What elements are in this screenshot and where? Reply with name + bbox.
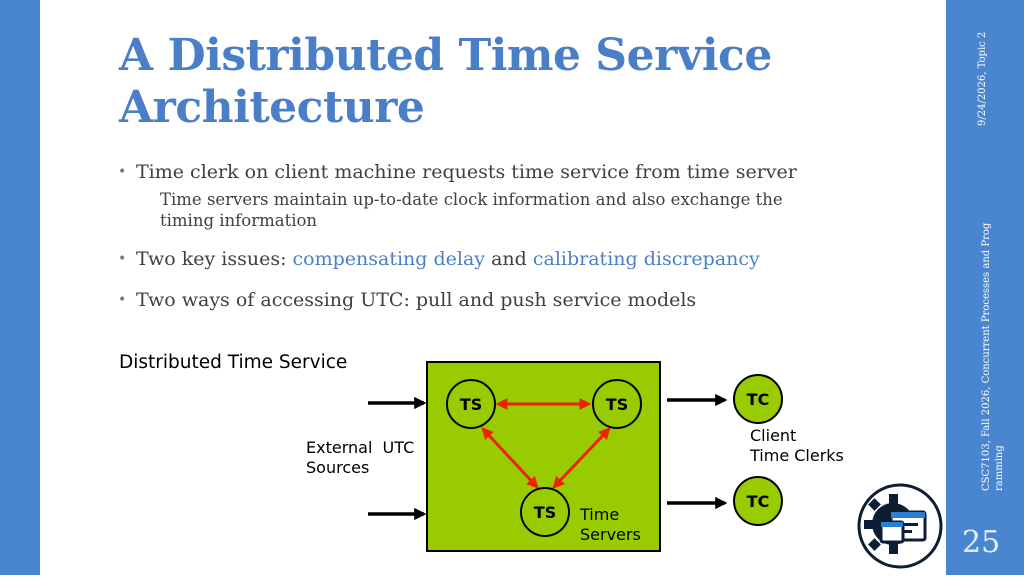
slide-title: A Distributed Time Service Architecture <box>119 30 772 133</box>
client-label-line1: Client <box>750 426 796 445</box>
course-text-line2: ramming <box>994 445 1005 491</box>
svg-text:TC: TC <box>747 492 770 511</box>
bullet-utc-access: • Two ways of accessing UTC: pull and pu… <box>118 288 818 313</box>
bullet-text-mid: and <box>485 248 533 270</box>
left-accent-bar <box>0 0 40 575</box>
bullet-list: • Time clerk on client machine requests … <box>118 160 818 313</box>
svg-text:TS: TS <box>606 395 628 414</box>
servers-label-line1: Time <box>579 505 619 524</box>
bullet-time-clerk: • Time clerk on client machine requests … <box>118 160 818 185</box>
bullet-text: Two ways of accessing UTC: pull and push… <box>136 289 697 311</box>
external-utc-label-line1: External UTC <box>306 438 414 457</box>
ts-link-right <box>552 427 611 489</box>
ts-node-bottom: TS <box>520 487 570 537</box>
date-text: 9/24/2026, Topic 2 <box>977 31 988 126</box>
external-utc-label-line2: Sources <box>306 458 369 477</box>
bullet-marker: • <box>118 292 127 308</box>
page-number: 25 <box>962 525 1001 560</box>
bullet-key-issues: • Two key issues: compensating delay and… <box>118 247 818 272</box>
bullet-text-prefix: Two key issues: <box>136 248 293 270</box>
ts-node-top-left: TS <box>446 379 496 429</box>
bullet-marker: • <box>118 164 127 180</box>
sidebar-course: CSC7103, Fall 2026, Concurrent Processes… <box>970 215 1010 495</box>
tc-node-bottom: TC <box>733 476 783 526</box>
diagram-caption: Distributed Time Service <box>119 352 348 373</box>
right-sidebar <box>946 0 1024 575</box>
svg-text:TS: TS <box>534 503 556 522</box>
time-service-diagram: TS TS TS TC TC External UTC Sources Clie… <box>306 361 844 552</box>
tc-node-top: TC <box>733 374 783 424</box>
settings-window-icon <box>857 483 943 569</box>
sub-bullet-text: Time servers maintain up-to-date clock i… <box>160 190 783 230</box>
svg-text:TC: TC <box>747 390 770 409</box>
bullet-text: Time clerk on client machine requests ti… <box>136 161 797 183</box>
ts-node-top-right: TS <box>592 379 642 429</box>
sub-bullet-time-servers: Time servers maintain up-to-date clock i… <box>118 189 818 231</box>
course-text-line1: CSC7103, Fall 2026, Concurrent Processes… <box>981 222 992 491</box>
highlight-calibrating-discrepancy: calibrating discrepancy <box>532 248 760 270</box>
ts-link-left <box>481 427 539 489</box>
bullet-marker: • <box>118 251 127 267</box>
svg-text:TS: TS <box>460 395 482 414</box>
highlight-compensating-delay: compensating delay <box>292 248 486 270</box>
client-label-line2: Time Clerks <box>749 446 844 465</box>
servers-label-line2: Servers <box>580 525 641 544</box>
logo <box>853 480 946 575</box>
sidebar-date: 9/24/2026, Topic 2 <box>977 28 997 128</box>
